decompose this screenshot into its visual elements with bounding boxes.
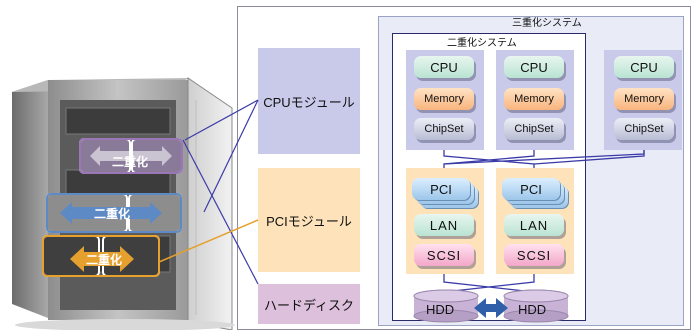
hdd-disk-right xyxy=(503,289,569,323)
scsi-chip-a: SCSI xyxy=(414,244,474,266)
cpu-dup-label: 二重化 xyxy=(111,154,148,169)
cpu-dup-frame xyxy=(79,138,183,174)
pci-card-b: PCI xyxy=(520,181,542,197)
cpu-chip-c: CPU xyxy=(614,56,674,78)
hdd-dup-arrow xyxy=(70,246,134,272)
hdd-dup-label: 二重化 xyxy=(85,252,122,267)
pci-module-band: PCIモジュール xyxy=(258,168,360,272)
pci-dup-frame xyxy=(46,193,182,233)
pci-card-a: PCI xyxy=(430,181,452,197)
pci-module-label: PCIモジュール xyxy=(266,213,352,229)
scsi-chip-b: SCSI xyxy=(504,244,564,266)
memory-chip-a: Memory xyxy=(414,88,474,110)
hdd-mirror-arrow xyxy=(474,298,508,318)
hdd-dup-frame xyxy=(42,235,160,277)
hdd-right-label: HDD xyxy=(518,302,547,317)
memory-chip-b: Memory xyxy=(504,88,564,110)
triple-system-label: 三重化システム xyxy=(512,18,582,29)
memory-chip-c: Memory xyxy=(614,88,674,110)
cpu-module-label: CPUモジュール xyxy=(263,94,355,110)
server-illustration xyxy=(12,77,235,330)
chipset-chip-c: ChipSet xyxy=(614,118,674,140)
hdd-label: ハードディスク xyxy=(263,297,355,313)
cpu-chip-b: CPU xyxy=(504,56,564,78)
hdd-band: ハードディスク xyxy=(258,284,360,324)
cpu-module-band: CPUモジュール xyxy=(258,48,360,154)
hdd-disk-left xyxy=(413,289,479,323)
case-door xyxy=(187,77,233,330)
double-system-label: 二重化システム xyxy=(447,38,517,49)
chipset-chip-b: ChipSet xyxy=(504,118,564,140)
lan-chip-b: LAN xyxy=(504,214,564,236)
cpu-chip-a: CPU xyxy=(414,56,474,78)
chipset-chip-a: ChipSet xyxy=(414,118,474,140)
lan-chip-a: LAN xyxy=(414,214,474,236)
pci-dup-arrow xyxy=(60,202,162,224)
pci-dup-label: 二重化 xyxy=(93,206,130,221)
hdd-left-label: HDD xyxy=(426,302,455,317)
case-side-panel xyxy=(12,80,48,318)
